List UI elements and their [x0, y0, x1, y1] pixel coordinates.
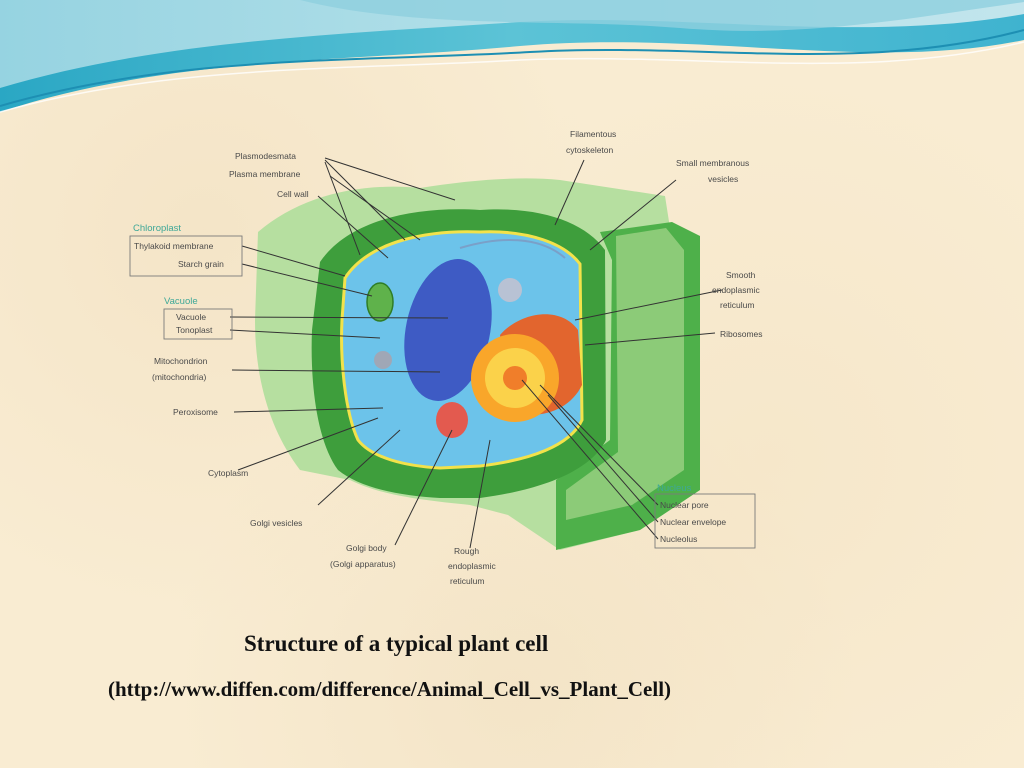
label-nucleolus: Nucleolus: [660, 534, 697, 544]
slide-title: Structure of a typical plant cell: [244, 631, 549, 656]
label-small-vesicles-1: Small membranous: [676, 158, 749, 168]
nucleolus-shape: [503, 366, 527, 390]
chloroplast-shape: [366, 282, 394, 322]
peroxisome-shape: [374, 351, 392, 369]
label-filamentous-1: Filamentous: [570, 129, 616, 139]
label-rough-er-2: endoplasmic: [448, 561, 496, 571]
cell-wall-side: [566, 228, 684, 520]
label-ribosomes: Ribosomes: [720, 329, 763, 339]
label-peroxisome: Peroxisome: [173, 407, 218, 417]
label-chloroplast: Chloroplast: [133, 223, 181, 234]
nucleus-group-box: [654, 493, 756, 549]
golgi-shape: [436, 402, 468, 438]
vacuole-shape: [404, 259, 492, 401]
label-tonoplast: Tonoplast: [176, 325, 213, 335]
label-cytoplasm: Cytoplasm: [208, 468, 248, 478]
label-rough-er-3: reticulum: [450, 576, 484, 586]
label-golgi-vesicles: Golgi vesicles: [250, 518, 302, 528]
label-golgi-body: Golgi body: [346, 543, 387, 553]
label-nuclear-pore: Nuclear pore: [660, 500, 709, 510]
label-plasma-membrane: Plasma membrane: [229, 169, 301, 179]
label-golgi-apparatus: (Golgi apparatus): [330, 559, 396, 569]
label-starch-grain: Starch grain: [178, 259, 224, 269]
cytoskeleton-shape: [459, 239, 566, 259]
vacuole-group-box: [163, 308, 233, 340]
label-smooth-er-3: reticulum: [720, 300, 754, 310]
label-smooth-er-1: Smooth: [726, 270, 756, 280]
label-mitochondria: (mitochondria): [152, 372, 206, 382]
label-rough-er-1: Rough: [454, 546, 479, 556]
label-small-vesicles-2: vesicles: [708, 174, 738, 184]
organelle-shape: [498, 278, 522, 302]
label-cell-wall: Cell wall: [277, 189, 309, 199]
label-nucleus: Nucleus: [657, 483, 692, 494]
leader-lines: [229, 157, 723, 549]
cell-illustration: [255, 178, 700, 550]
label-filamentous-2: cytoskeleton: [566, 145, 614, 155]
label-thylakoid-membrane: Thylakoid membrane: [134, 241, 214, 251]
plant-cell-diagram: Plasmodesmata Plasma membrane Cell wall …: [129, 129, 763, 586]
label-mitochondrion: Mitochondrion: [154, 356, 208, 366]
label-nuclear-envelope: Nuclear envelope: [660, 517, 726, 527]
label-plasmodesmata: Plasmodesmata: [235, 151, 296, 161]
label-vacuole-group: Vacuole: [164, 296, 198, 307]
chloroplast-group-box: [129, 235, 243, 277]
label-smooth-er-2: endoplasmic: [712, 285, 760, 295]
source-link[interactable]: (http://www.diffen.com/difference/Animal…: [108, 677, 672, 701]
header-wave-decoration: [0, 0, 1024, 113]
label-vacuole: Vacuole: [176, 312, 206, 322]
